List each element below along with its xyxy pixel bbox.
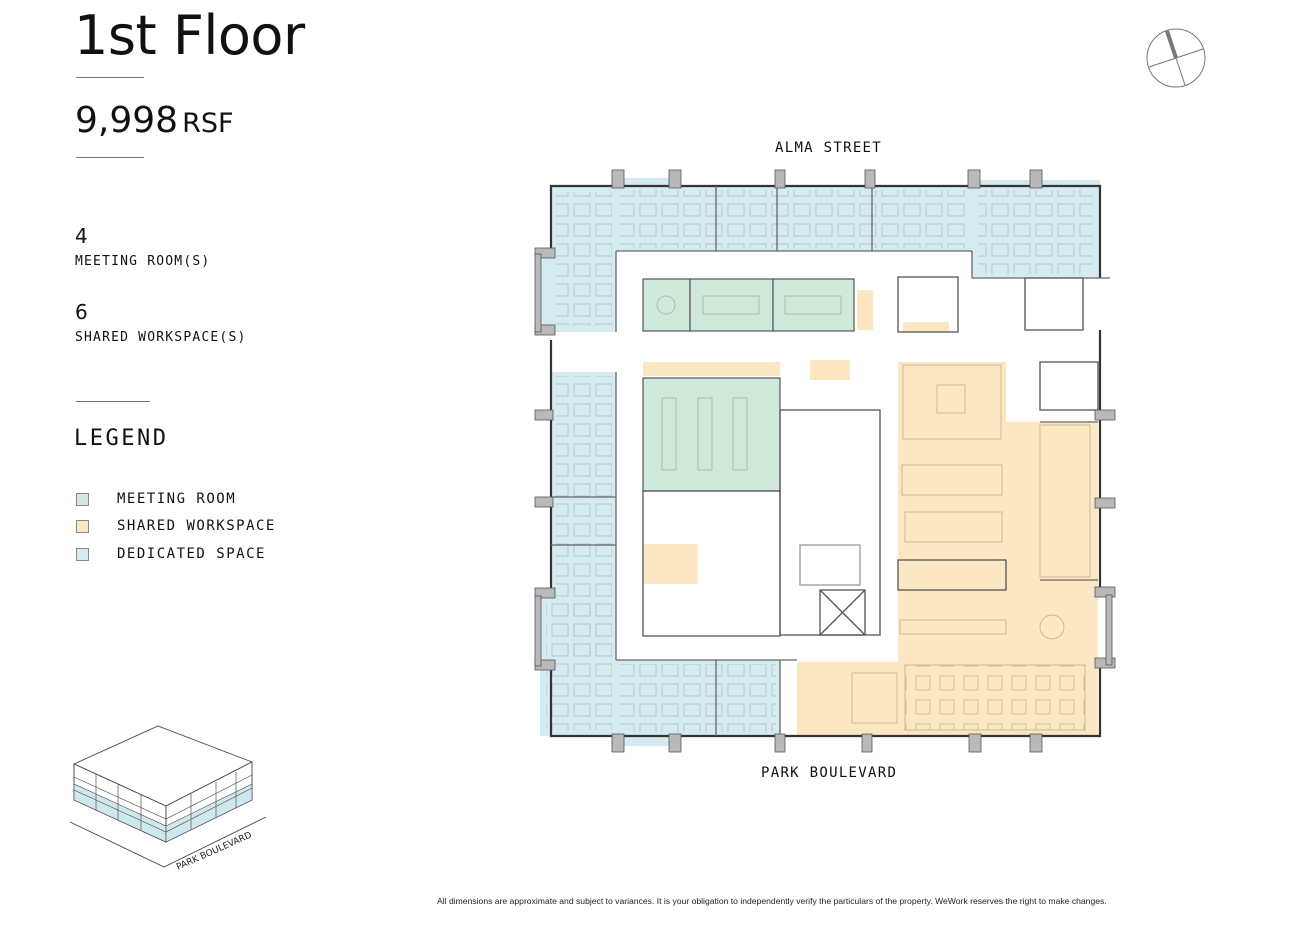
north-street-label: ALMA STREET [775,140,883,156]
disclaimer: All dimensions are approximate and subje… [437,896,1107,906]
divider [76,157,144,158]
area-unit: RSF [182,108,234,139]
dedicated-space-swatch [76,547,89,561]
legend-item-dedicated-space: DEDICATED SPACE [76,546,266,562]
legend-title: LEGEND [74,426,169,451]
floor-plan [534,169,1116,753]
core [642,276,1099,637]
shared-workspace-swatch [76,519,89,533]
floor-title: 1st Floor [74,4,305,67]
shared-workspace-count: 6 [75,300,88,324]
meeting-room-label: MEETING ROOM(S) [75,254,211,269]
meeting-room-swatch [76,492,89,506]
divider [76,401,150,402]
building-axonometric: PARK BOULEVARD [69,725,267,873]
legend-label: SHARED WORKSPACE [117,518,276,534]
legend-label: DEDICATED SPACE [117,546,266,562]
north-arrow-icon [1146,28,1206,88]
legend-label: MEETING ROOM [117,491,237,507]
legend-item-shared-workspace: SHARED WORKSPACE [76,518,276,534]
south-street-label: PARK BOULEVARD [761,765,898,781]
columns [534,169,1116,753]
area-value: 9,998 [75,100,179,141]
divider [76,77,144,78]
meeting-room-areas [642,278,855,492]
axon-street-label: PARK BOULEVARD [175,830,253,872]
meeting-room-count: 4 [75,224,88,248]
shared-workspace-label: SHARED WORKSPACE(S) [75,330,247,345]
legend-item-meeting-room: MEETING ROOM [76,491,236,507]
